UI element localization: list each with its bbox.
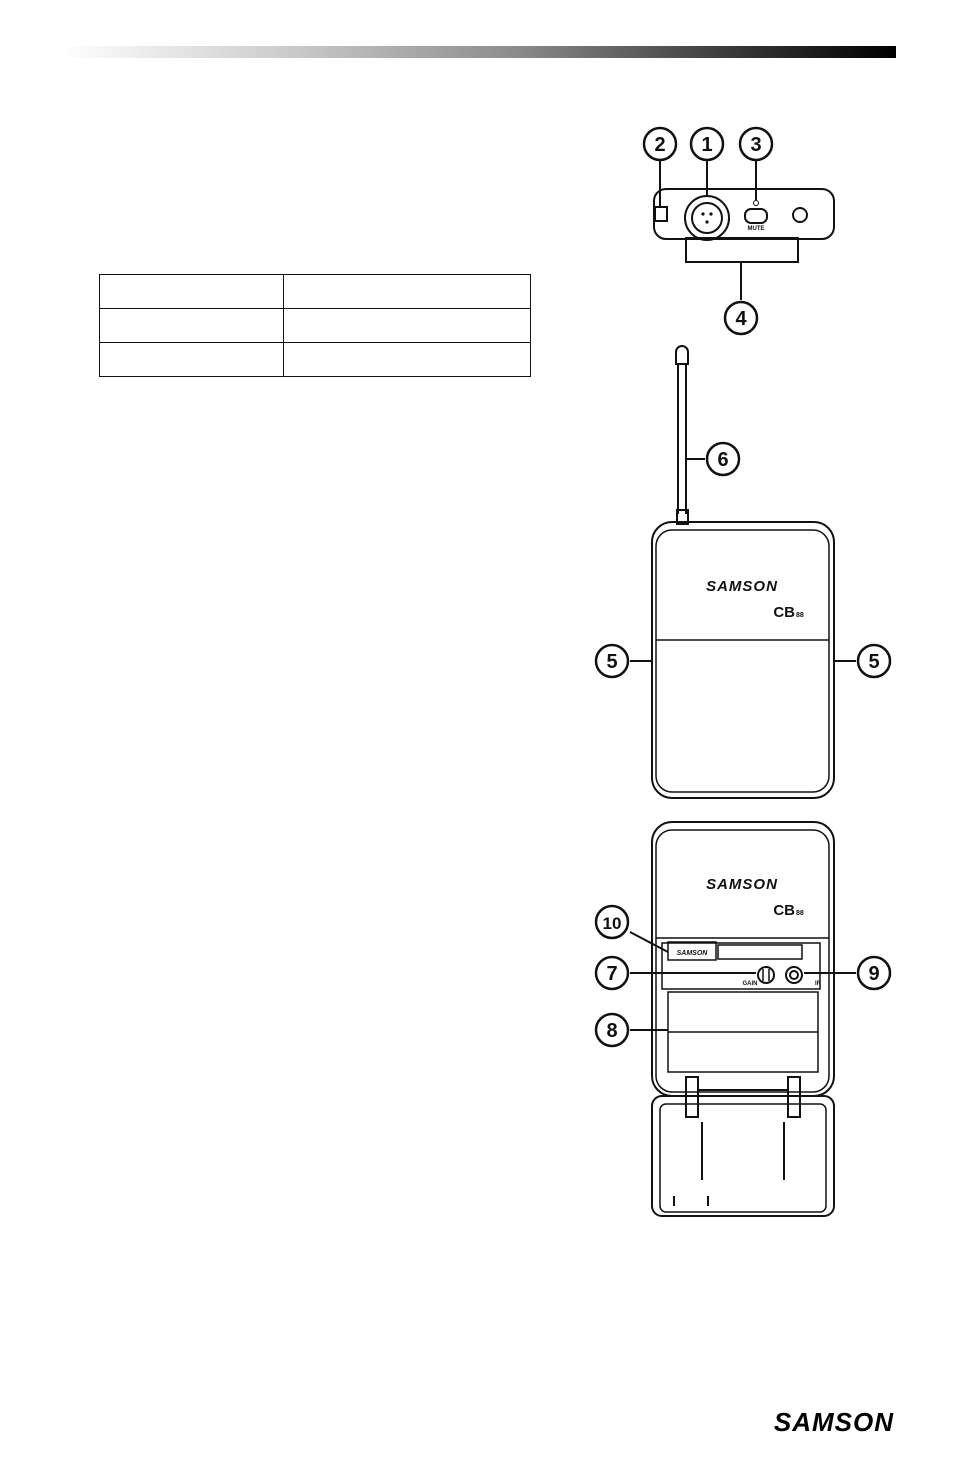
callout-10	[594, 904, 630, 940]
model-sub-bottom: 88	[796, 910, 804, 917]
control-panel	[661, 942, 821, 990]
table-row	[99, 342, 531, 377]
antenna-port	[792, 207, 808, 223]
gain-label: GAIN	[743, 981, 758, 987]
front-view-body	[651, 521, 835, 799]
callout-3	[738, 126, 774, 162]
callout-1-label: 1	[701, 134, 712, 156]
callout-8	[594, 1012, 630, 1048]
callout-6-label: 6	[717, 449, 728, 471]
callout-5-left	[594, 643, 630, 679]
callout-2-label: 2	[654, 134, 665, 156]
header-gradient-bar	[60, 46, 896, 58]
footer-brand-logo: SAMSON	[773, 1407, 894, 1437]
callout-3-label: 3	[750, 134, 761, 156]
callout-4-label: 4	[735, 308, 747, 330]
battery-door	[651, 1095, 835, 1217]
callout-9	[856, 955, 892, 991]
brand-logo-top: SAMSON	[706, 578, 778, 595]
belt-clip-edge	[685, 237, 799, 263]
ir-sensor	[785, 966, 803, 984]
model-sub-top: 88	[796, 612, 804, 619]
callout-5-left-label: 5	[606, 651, 617, 673]
model-logo-bottom: CB	[773, 902, 795, 919]
model-logo-top: CB	[773, 604, 795, 621]
antenna-tip	[675, 345, 689, 365]
callout-1	[689, 126, 725, 162]
gain-knob	[757, 966, 775, 984]
brand-logo-bottom: SAMSON	[706, 876, 778, 893]
callout-9-label: 9	[868, 963, 879, 985]
callout-2	[642, 126, 678, 162]
callout-7-label: 7	[606, 963, 617, 985]
callout-4	[723, 300, 759, 336]
spec-table	[99, 274, 531, 377]
callout-5-right	[856, 643, 892, 679]
mute-label: MUTE	[748, 226, 765, 232]
callout-6	[705, 441, 741, 477]
battery-label: SAMSON	[677, 950, 709, 957]
callout-5-right-label: 5	[868, 651, 879, 673]
mute-button	[744, 208, 768, 224]
callout-7	[594, 955, 630, 991]
ir-window	[654, 206, 668, 222]
callout-8-label: 8	[606, 1020, 617, 1042]
ir-label: IR	[815, 981, 822, 987]
callout-10-label: 10	[603, 914, 622, 933]
table-row	[99, 274, 531, 309]
